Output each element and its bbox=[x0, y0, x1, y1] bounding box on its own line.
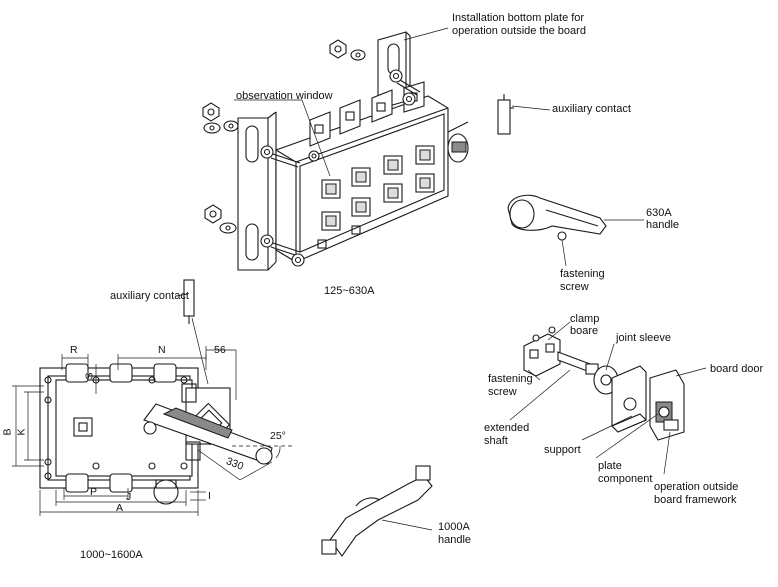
label-plate-component-line2: component bbox=[598, 473, 653, 485]
label-extended-shaft-line2: shaft bbox=[484, 435, 508, 447]
label-observation-window: observation window bbox=[236, 90, 333, 102]
dim-angle-25: 25° bbox=[270, 430, 286, 442]
dim-b: B bbox=[1, 428, 14, 436]
label-clamp-boare-line2: boare bbox=[570, 325, 599, 337]
label-plate-component-line1: plate bbox=[598, 460, 622, 472]
dim-56: 56 bbox=[214, 344, 226, 356]
label-fastening-screw-mid-line1: fastening bbox=[488, 373, 533, 385]
label-installation-plate-line1: Installation bottom plate for bbox=[452, 12, 585, 24]
dim-i: I bbox=[208, 490, 211, 502]
nut-washer-set-left bbox=[202, 102, 239, 134]
label-fastening-screw-mid-line2: screw bbox=[488, 386, 517, 398]
dim-r: R bbox=[70, 344, 78, 356]
dim-k: K bbox=[15, 428, 28, 436]
label-handle-1000a-line2: handle bbox=[438, 534, 472, 546]
dim-n: N bbox=[158, 344, 166, 356]
label-range-1000-1600a: 1000~1600A bbox=[80, 549, 143, 561]
label-handle-1000a-line1: 1000A bbox=[438, 521, 470, 533]
auxiliary-contact-top bbox=[497, 94, 514, 135]
dim-p: P bbox=[90, 486, 98, 498]
label-operation-outside-line2: board framework bbox=[654, 494, 737, 506]
label-operation-outside-line1: operation outside bbox=[654, 481, 739, 493]
bolts bbox=[260, 69, 421, 267]
dim-s: S bbox=[83, 372, 96, 380]
switch-body bbox=[275, 81, 469, 263]
handle-630a-drawing bbox=[507, 194, 644, 267]
dimension-lines bbox=[12, 346, 292, 516]
handle-1000a-drawing bbox=[321, 465, 433, 557]
label-fastening-screw-top-line2: screw bbox=[560, 281, 589, 293]
label-support: support bbox=[544, 444, 581, 456]
label-extended-shaft-line1: extended bbox=[484, 422, 530, 434]
label-clamp-boare-line1: clamp bbox=[570, 313, 600, 325]
dim-j: J bbox=[126, 491, 132, 503]
label-handle-630a-line2: handle bbox=[646, 219, 680, 231]
label-handle-630a-line1: 630A bbox=[646, 207, 672, 219]
label-auxiliary-contact-top: auxiliary contact bbox=[552, 103, 631, 115]
label-fastening-screw-top-line1: fastening bbox=[560, 268, 605, 280]
label-range-125-630a: 125~630A bbox=[324, 285, 375, 297]
nut-washer-set-lower-left bbox=[204, 204, 237, 234]
switch-outline-1000-1600 bbox=[39, 279, 273, 505]
label-installation-plate-line2: operation outside the board bbox=[452, 25, 586, 37]
label-auxiliary-contact-left: auxiliary contact bbox=[110, 290, 189, 302]
nut-washer-set-top bbox=[329, 39, 366, 61]
label-board-door: board door bbox=[710, 363, 764, 375]
label-joint-sleeve: joint sleeve bbox=[616, 332, 672, 344]
switch-assembly-125-630 bbox=[202, 27, 551, 271]
extended-shaft-assembly bbox=[509, 321, 707, 475]
dim-a: A bbox=[116, 502, 124, 514]
